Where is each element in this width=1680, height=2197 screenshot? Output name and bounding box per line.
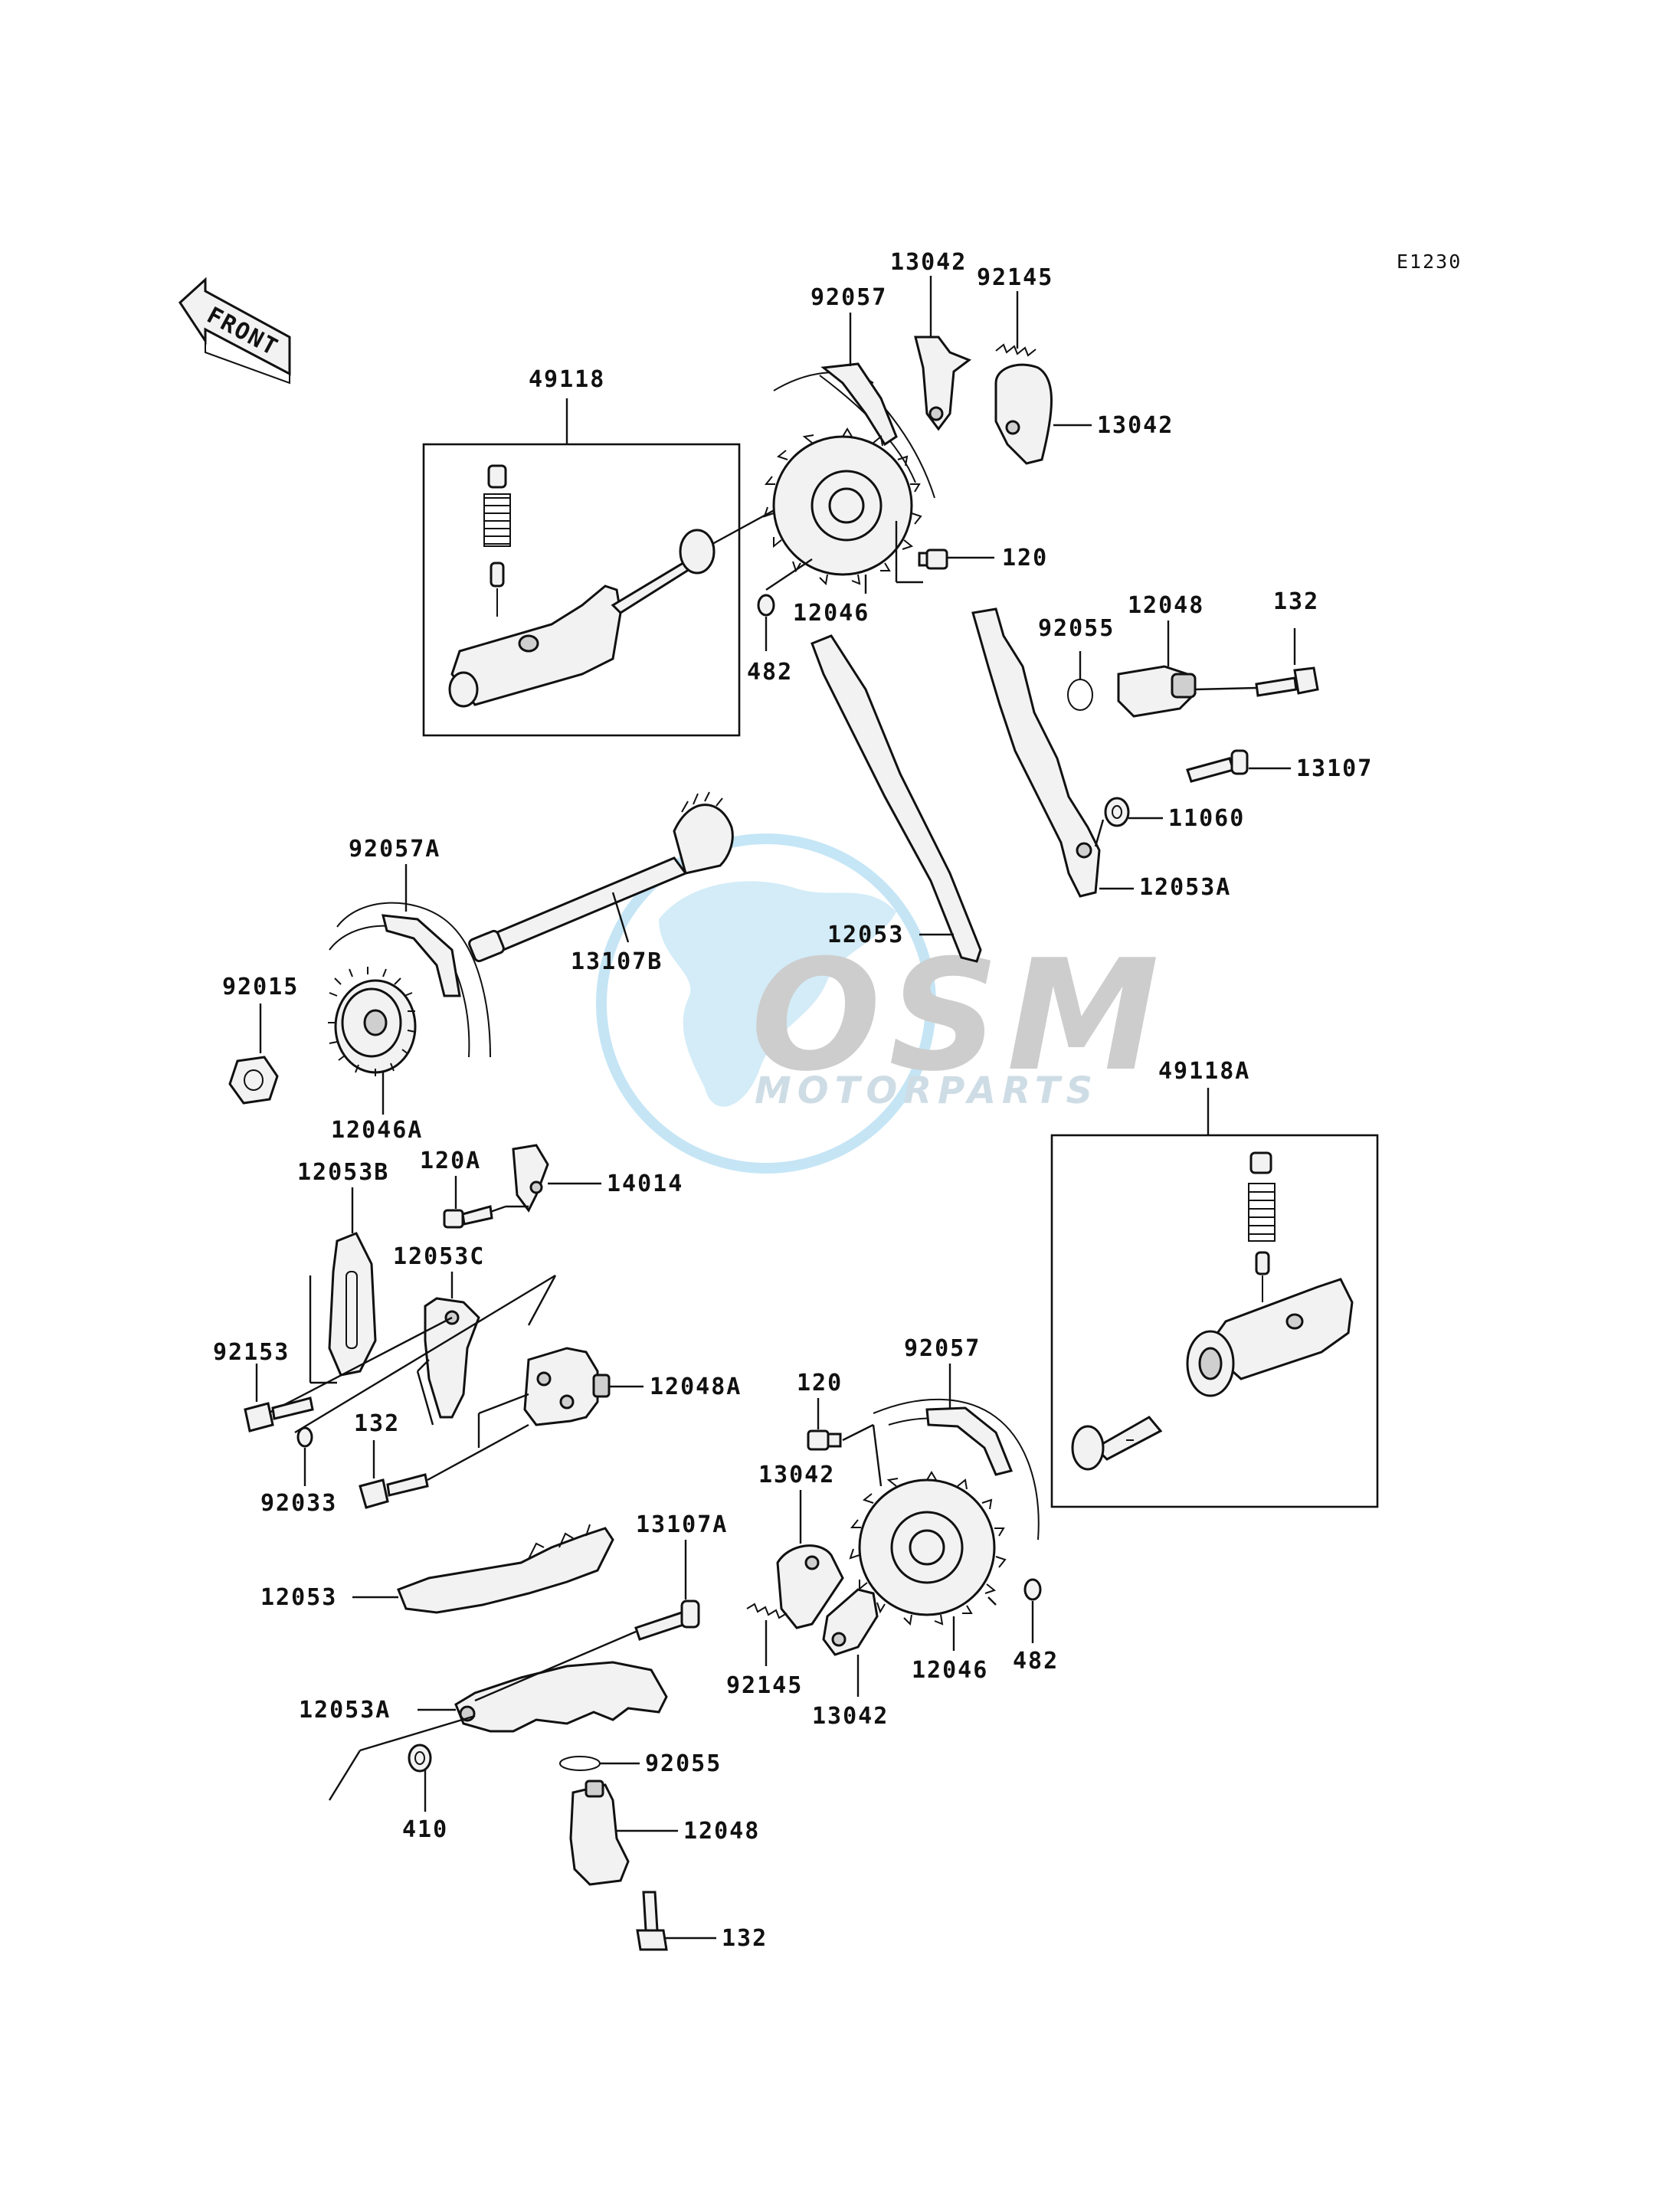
guide-group-bottom: 12053 13107A 12053A 410: [260, 1511, 728, 1843]
plate-14014-group: 14014 120A: [420, 1144, 683, 1229]
label-410: 410: [402, 1816, 448, 1843]
label-11060: 11060: [1168, 805, 1245, 832]
front-arrow-icon: FRONT: [178, 277, 291, 385]
decompressor-bottom: 13042 13042 92145: [726, 1462, 889, 1730]
label-12046A: 12046A: [331, 1117, 423, 1144]
watermark-continents-icon: [659, 881, 896, 1107]
label-13107A: 13107A: [636, 1511, 728, 1538]
tensioner-12048-bottom: 92055 12048 132: [559, 1750, 768, 1952]
label-92057A: 92057A: [349, 836, 440, 863]
label-12053A-top: 12053A: [1139, 874, 1231, 901]
label-12053C: 12053C: [393, 1243, 485, 1270]
label-12053-bot: 12053: [260, 1584, 337, 1611]
label-92057-bot: 92057: [904, 1335, 981, 1362]
label-13042-top1: 13042: [890, 249, 967, 276]
label-49118: 49118: [529, 366, 605, 393]
camshaft-assembly-49118: 49118: [422, 366, 797, 737]
bottom-cam-sprocket-group: 92057 12046 120 482: [797, 1335, 1059, 1684]
label-120-top: 120: [1002, 545, 1048, 571]
label-12048-bot: 12048: [683, 1818, 760, 1845]
label-482-top: 482: [747, 659, 793, 686]
label-13042-top2: 13042: [1097, 412, 1174, 439]
label-13107B: 13107B: [571, 948, 663, 975]
label-13107: 13107: [1296, 755, 1373, 782]
label-482-bot: 482: [1013, 1648, 1059, 1675]
label-12053A-bot: 12053A: [299, 1697, 391, 1724]
tensioner-12048A: 12048A 132: [354, 1347, 742, 1509]
chain-guide-12053-center: 12053: [811, 634, 982, 963]
label-120-bot: 120: [797, 1370, 843, 1396]
label-92057-top: 92057: [811, 284, 887, 311]
label-49118A: 49118A: [1158, 1058, 1250, 1085]
guide-group-left: 12053B 12053C 92153 92033: [213, 1159, 557, 1517]
decompressor-top: 13042 92145 13042: [890, 249, 1174, 465]
label-92055-top: 92055: [1038, 615, 1115, 642]
label-92153: 92153: [213, 1339, 290, 1366]
tensioner-12048-top: 92055 12048 132: [1038, 588, 1319, 718]
label-12048-top: 12048: [1128, 592, 1204, 619]
label-132-top: 132: [1273, 588, 1319, 615]
label-13042-bot1: 13042: [758, 1462, 835, 1488]
watermark-globe-icon: [596, 833, 936, 1174]
label-13042-bot2: 13042: [812, 1703, 889, 1730]
label-12053B: 12053B: [297, 1159, 389, 1186]
watermark: OSM MOTORPARTS: [596, 833, 1167, 1174]
label-92015: 92015: [222, 974, 299, 1000]
top-cam-sprocket-group: 92057 12046 120 482: [747, 284, 1048, 686]
label-12053-mid: 12053: [827, 922, 904, 948]
label-92033: 92033: [260, 1490, 337, 1517]
label-14014: 14014: [607, 1171, 683, 1197]
label-92055-bot: 92055: [645, 1750, 722, 1777]
label-92145-top: 92145: [977, 264, 1053, 291]
label-132-bot: 132: [722, 1925, 768, 1952]
label-12046-top: 12046: [793, 600, 869, 627]
label-132-mid: 132: [354, 1410, 400, 1437]
diagram-code: E1230: [1397, 250, 1462, 273]
label-120A: 120A: [420, 1148, 481, 1174]
camshaft-assembly-49118A: 49118A: [1050, 1058, 1379, 1508]
watermark-sub: MOTORPARTS: [755, 1069, 1099, 1112]
label-92145-bot: 92145: [726, 1672, 803, 1699]
label-12048A: 12048A: [650, 1374, 742, 1400]
idler-shaft-group: 13107B 92057A 12046A 92015: [222, 791, 734, 1144]
label-12046-bot: 12046: [912, 1657, 988, 1684]
watermark-brand: OSM: [751, 927, 1167, 1105]
tensioner-guide-12053A-top: 12053A 11060 13107: [971, 607, 1373, 901]
